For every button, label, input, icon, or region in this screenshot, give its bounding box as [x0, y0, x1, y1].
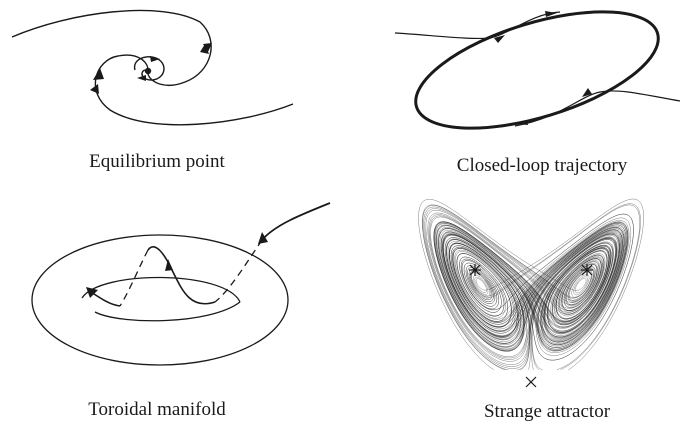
equilibrium-arrow-1 — [200, 44, 209, 54]
caption-toroidal-manifold: Toroidal manifold — [88, 399, 226, 420]
right-focus-marker — [581, 264, 593, 276]
equilibrium-panel — [11, 9, 294, 126]
torus-arrow-incoming — [258, 232, 268, 244]
strange-attractor-panel — [418, 198, 644, 371]
torus-arrow-middle — [165, 259, 173, 271]
caption-equilibrium-point: Equilibrium point — [89, 151, 225, 172]
closed-loop-incoming-right — [514, 90, 681, 127]
equilibrium-outer-arm-lower — [94, 54, 294, 126]
closed-loop-arrow-right — [582, 88, 592, 97]
origin-marker — [525, 376, 537, 388]
equilibrium-arrow-inner-bottom — [137, 75, 146, 81]
equilibrium-arrow-right — [203, 43, 212, 52]
caption-closed-loop-trajectory: Closed-loop trajectory — [456, 155, 628, 176]
torus-hole-upper — [81, 276, 241, 303]
equilibrium-arrow-upper-left — [93, 68, 104, 80]
torus-arrow-end — [86, 287, 98, 298]
closed-loop-panel — [394, 10, 681, 130]
torus-hole-lower — [94, 301, 241, 322]
lorenz-trajectory — [418, 198, 644, 371]
equilibrium-outer-arm-upper — [11, 9, 212, 86]
equilibrium-fixed-point — [144, 67, 152, 75]
closed-loop-arrow-bottom — [516, 120, 528, 125]
left-focus-marker — [469, 264, 481, 276]
equilibrium-arrow-inner-top — [150, 56, 160, 62]
strange-attractor-markers — [469, 264, 593, 388]
torus-trajectory-incoming — [261, 202, 331, 241]
torus-trajectory-dashed-back — [214, 239, 263, 303]
caption-strange-attractor: Strange attractor — [483, 401, 611, 422]
torus-outer — [31, 234, 289, 366]
closed-loop-arrow-top — [545, 11, 557, 17]
closed-loop-arrow-left — [494, 35, 505, 43]
toroidal-panel — [31, 202, 331, 366]
closed-loop-incoming-left — [394, 11, 561, 40]
equilibrium-arrow-lower-left — [90, 84, 99, 94]
limit-cycle — [414, 10, 660, 130]
torus-trajectory-front — [147, 246, 216, 305]
torus-trajectory-dashed-front — [119, 249, 149, 307]
